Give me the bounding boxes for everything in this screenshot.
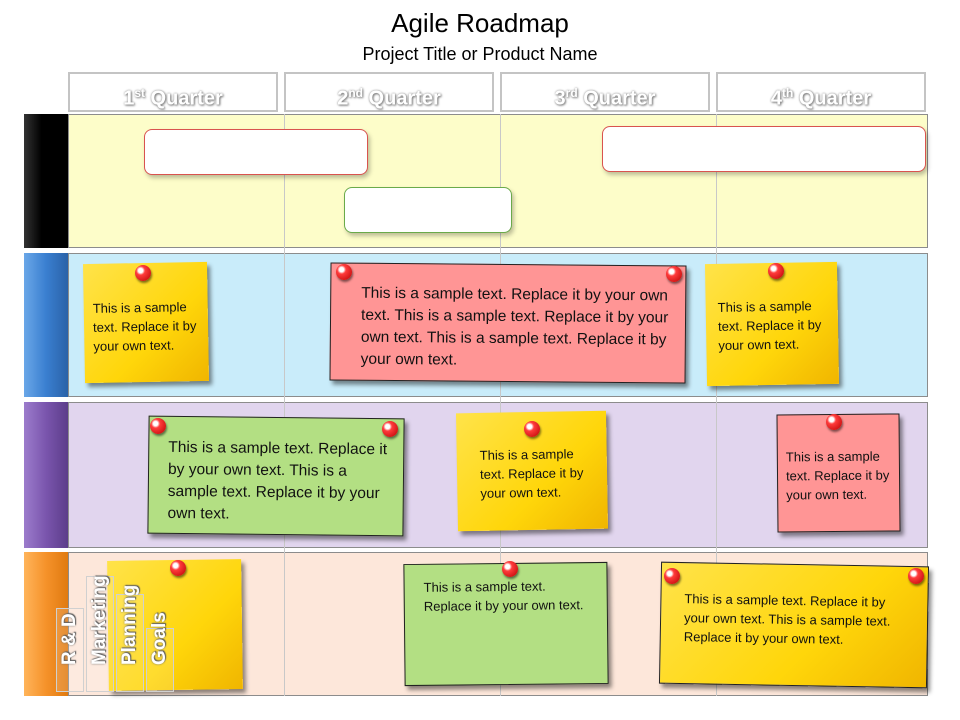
quarter-header-4: 4th Quarter xyxy=(716,72,926,112)
note-text: This is a sample text. Replace it by you… xyxy=(785,448,890,503)
note-text: This is a sample text. Replace it by you… xyxy=(717,298,822,353)
pushpin-icon xyxy=(826,414,842,430)
pushpin-icon xyxy=(768,263,784,279)
row-label-planning: Planning xyxy=(116,585,144,692)
row-label-marketing: Marketing xyxy=(86,575,114,692)
milestone-box-2[interactable] xyxy=(602,126,926,172)
pushpin-icon xyxy=(502,561,518,577)
column-divider xyxy=(716,114,717,696)
page-title: Agile Roadmap xyxy=(391,8,569,38)
pushpin-icon xyxy=(664,568,680,584)
pushpin-icon xyxy=(170,560,186,576)
quarter-header-3: 3rd Quarter xyxy=(500,72,710,112)
quarter-header-2: 2nd Quarter xyxy=(284,72,494,112)
sticky-note[interactable]: This is a sample text. Replace it by you… xyxy=(403,561,609,687)
note-text: This is a sample text. Replace it by you… xyxy=(479,446,584,501)
pushpin-icon xyxy=(524,421,540,437)
sticky-note[interactable]: This is a sample text. Replace it by you… xyxy=(147,415,405,537)
row-label-rd: R & D xyxy=(56,608,84,692)
pushpin-icon xyxy=(908,568,924,584)
sticky-note[interactable]: This is a sample text. Replace it by you… xyxy=(658,561,930,689)
note-text: This is a sample text. Replace it by you… xyxy=(167,438,388,523)
sticky-note[interactable]: This is a sample text. Replace it by you… xyxy=(329,262,687,384)
milestone-box-3[interactable] xyxy=(344,187,512,233)
note-text: This is a sample text. Replace it by you… xyxy=(92,299,197,354)
row-label-goals: Goals xyxy=(146,612,174,692)
quarter-header-1: 1st Quarter xyxy=(68,72,278,112)
note-text: This is a sample text. Replace it by you… xyxy=(683,591,891,647)
row-tab-4 xyxy=(24,552,68,696)
row-tab-1 xyxy=(24,114,68,248)
note-text: This is a sample text. Replace it by you… xyxy=(360,284,669,369)
pushpin-icon xyxy=(382,421,398,437)
pushpin-icon xyxy=(150,418,166,434)
milestone-box-1[interactable] xyxy=(144,129,368,175)
pushpin-icon xyxy=(666,266,682,282)
pushpin-icon xyxy=(336,264,352,280)
column-divider xyxy=(284,114,285,696)
note-text: This is a sample text. Replace it by you… xyxy=(423,578,584,614)
sticky-note[interactable]: This is a sample text. Replace it by you… xyxy=(776,413,901,533)
page-subtitle: Project Title or Product Name xyxy=(362,44,598,64)
row-tab-2 xyxy=(24,253,68,397)
pushpin-icon xyxy=(135,265,151,281)
sticky-note[interactable]: This is a sample text. Replace it by you… xyxy=(704,261,840,387)
row-tab-3 xyxy=(24,402,68,548)
column-divider xyxy=(500,114,501,696)
